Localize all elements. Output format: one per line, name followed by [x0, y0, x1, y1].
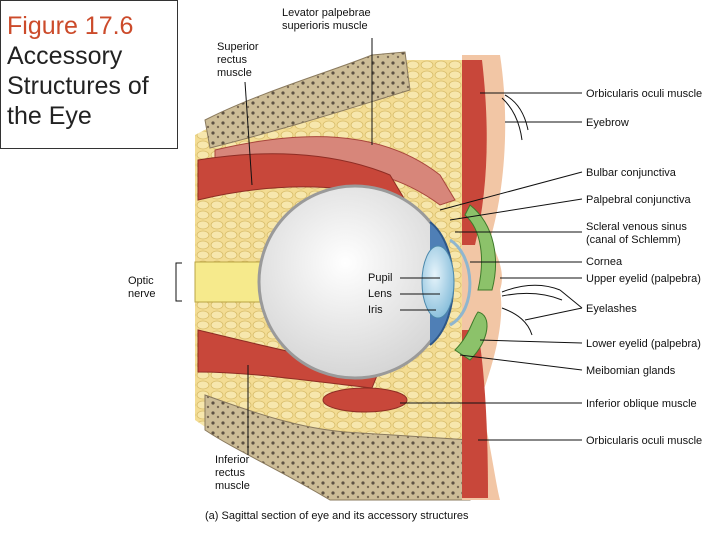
label-orbicularis-top: Orbicularis oculi muscle: [586, 88, 702, 100]
label-bulbar-conjunctiva: Bulbar conjunctiva: [586, 167, 677, 179]
label-superior-rectus-3: muscle: [217, 67, 252, 79]
label-levator-2: superioris muscle: [282, 20, 368, 32]
label-eyebrow: Eyebrow: [586, 117, 629, 129]
label-palpebral-conjunctiva: Palpebral conjunctiva: [586, 194, 691, 206]
label-optic-1: Optic: [128, 275, 154, 287]
figure-title-line-4: the Eye: [7, 102, 92, 130]
inferior-oblique-muscle: [322, 387, 408, 413]
eyelashes-and-eyebrow: [501, 94, 563, 336]
label-superior-rectus-1: Superior: [217, 41, 259, 53]
label-superior-rectus-2: rectus: [217, 54, 247, 66]
cornea: [449, 238, 472, 327]
label-orbicularis-bottom: Orbicularis oculi muscle: [586, 435, 702, 447]
eyelids: [454, 204, 497, 361]
label-scleral-sinus-2: (canal of Schlemm): [586, 234, 681, 246]
label-scleral-sinus-1: Scleral venous sinus: [586, 221, 687, 233]
label-inferior-rectus-3: muscle: [215, 480, 250, 492]
label-lens: Lens: [368, 288, 392, 300]
label-meibomian-glands: Meibomian glands: [586, 365, 676, 377]
label-inferior-rectus-2: rectus: [215, 467, 245, 479]
label-cornea: Cornea: [586, 256, 623, 268]
figure-caption: (a) Sagittal section of eye and its acce…: [205, 510, 469, 522]
lens: [421, 245, 455, 319]
label-eyelashes: Eyelashes: [586, 303, 637, 315]
figure-title: Figure 17.6 Accessory Structures of the …: [0, 0, 178, 149]
figure-title-line-2: Accessory: [7, 42, 123, 70]
label-iris: Iris: [368, 304, 383, 316]
labels: Levator palpebrae superioris muscle Supe…: [128, 7, 702, 522]
leader-lines: [175, 38, 583, 455]
label-lower-eyelid: Lower eyelid (palpebra): [586, 338, 701, 350]
label-pupil: Pupil: [368, 272, 392, 284]
label-inferior-rectus-1: Inferior: [215, 454, 250, 466]
figure-title-line-3: Structures of: [7, 72, 149, 100]
label-upper-eyelid: Upper eyelid (palpebra): [586, 273, 701, 285]
label-optic-2: nerve: [128, 288, 156, 300]
figure-number: Figure 17.6: [7, 12, 134, 40]
label-inferior-oblique: Inferior oblique muscle: [586, 398, 697, 410]
optic-nerve: [194, 261, 269, 303]
label-levator-1: Levator palpebrae: [282, 7, 371, 19]
